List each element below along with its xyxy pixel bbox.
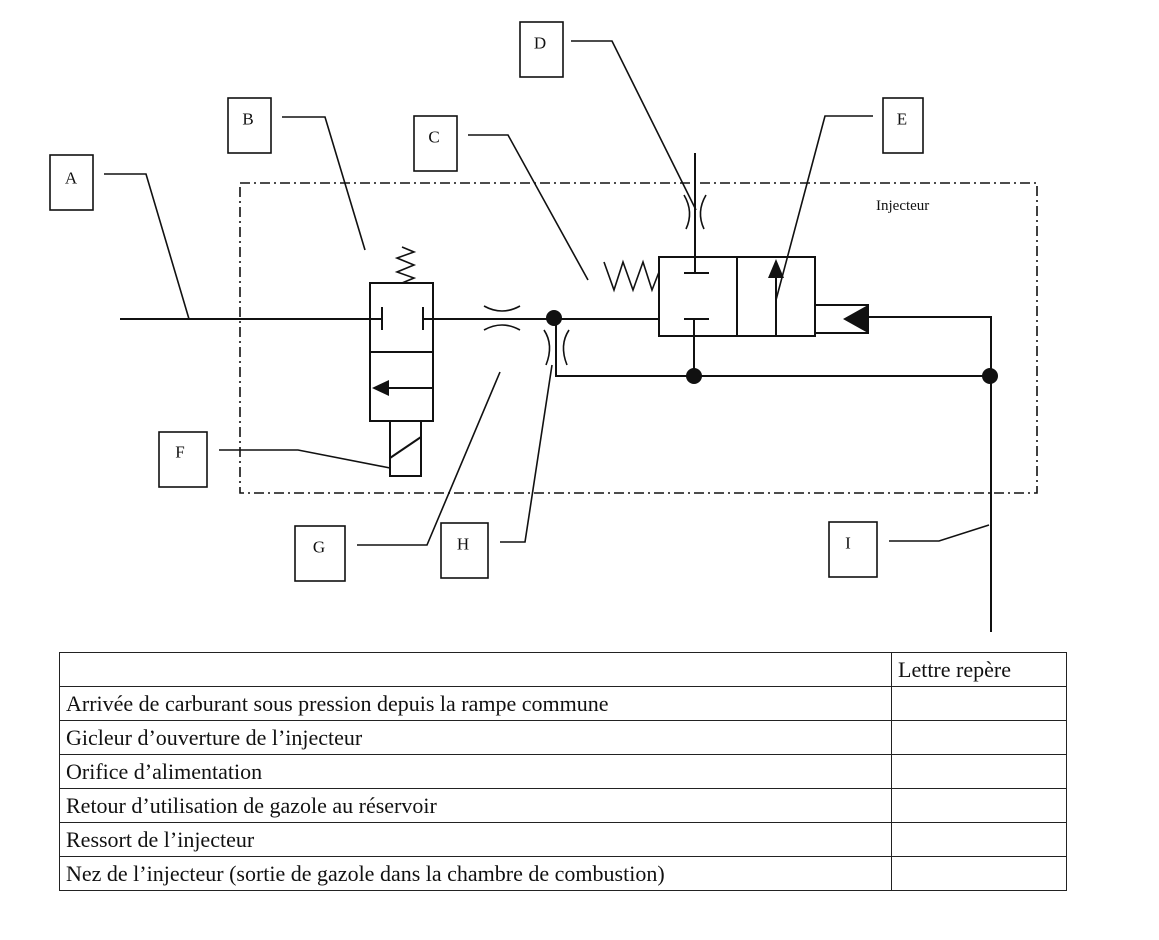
row-description: Gicleur d’ouverture de l’injecteur (59, 720, 892, 755)
solenoid-coil (389, 420, 422, 477)
label-a: A (49, 154, 190, 320)
label-g: G (294, 371, 501, 582)
table-row: Gicleur d’ouverture de l’injecteur (59, 720, 1067, 755)
solenoid-valve (369, 246, 434, 477)
table-row: Arrivée de carburant sous pression depui… (59, 686, 1067, 721)
row-letter-input[interactable] (891, 822, 1067, 857)
injector-valve (603, 153, 869, 376)
table-row: Retour d’utilisation de gazole au réserv… (59, 788, 1067, 823)
svg-text:I: I (845, 534, 851, 553)
svg-text:H: H (457, 535, 469, 554)
row-letter-input[interactable] (891, 686, 1067, 721)
svg-text:G: G (313, 538, 325, 557)
row-description: Orifice d’alimentation (59, 754, 892, 789)
injector-boundary (239, 182, 1038, 494)
label-h: H (440, 364, 553, 579)
label-d: D (519, 21, 697, 211)
table-row: Nez de l’injecteur (sortie de gazole dan… (59, 856, 1067, 891)
row-letter-input[interactable] (891, 856, 1067, 891)
row-letter-input[interactable] (891, 788, 1067, 823)
svg-text:D: D (534, 34, 546, 53)
label-e: E (775, 97, 924, 301)
svg-text:C: C (428, 128, 439, 147)
row-letter-input[interactable] (891, 720, 1067, 755)
orifice-h (543, 329, 570, 366)
row-description: Retour d’utilisation de gazole au réserv… (59, 788, 892, 823)
row-description: Arrivée de carburant sous pression depui… (59, 686, 892, 721)
header-description (59, 652, 892, 687)
svg-text:B: B (242, 110, 253, 129)
injector-hydraulic-diagram: Injecteur (49, 21, 1038, 632)
label-i: I (828, 521, 990, 578)
svg-text:E: E (897, 110, 907, 129)
junction-node-1 (546, 310, 562, 326)
svg-text:A: A (65, 169, 78, 188)
table-header-row: Lettre repère (59, 652, 1067, 687)
row-description: Ressort de l’injecteur (59, 822, 892, 857)
legend-table: Lettre repère Arrivée de carburant sous … (59, 652, 1067, 891)
solenoid-spring (394, 246, 417, 284)
injector-spring (603, 259, 660, 293)
row-letter-input[interactable] (891, 754, 1067, 789)
label-b: B (227, 97, 366, 251)
label-c: C (413, 115, 589, 281)
header-letter: Lettre repère (891, 652, 1067, 687)
orifice-g (483, 305, 521, 331)
row-description: Nez de l’injecteur (sortie de gazole dan… (59, 856, 892, 891)
junction-node-2 (686, 368, 702, 384)
table-row: Orifice d’alimentation (59, 754, 1067, 789)
injector-caption: Injecteur (876, 198, 929, 214)
label-f: F (158, 431, 391, 488)
table-row: Ressort de l’injecteur (59, 822, 1067, 857)
svg-text:F: F (175, 443, 184, 462)
orifice-d (683, 194, 707, 230)
